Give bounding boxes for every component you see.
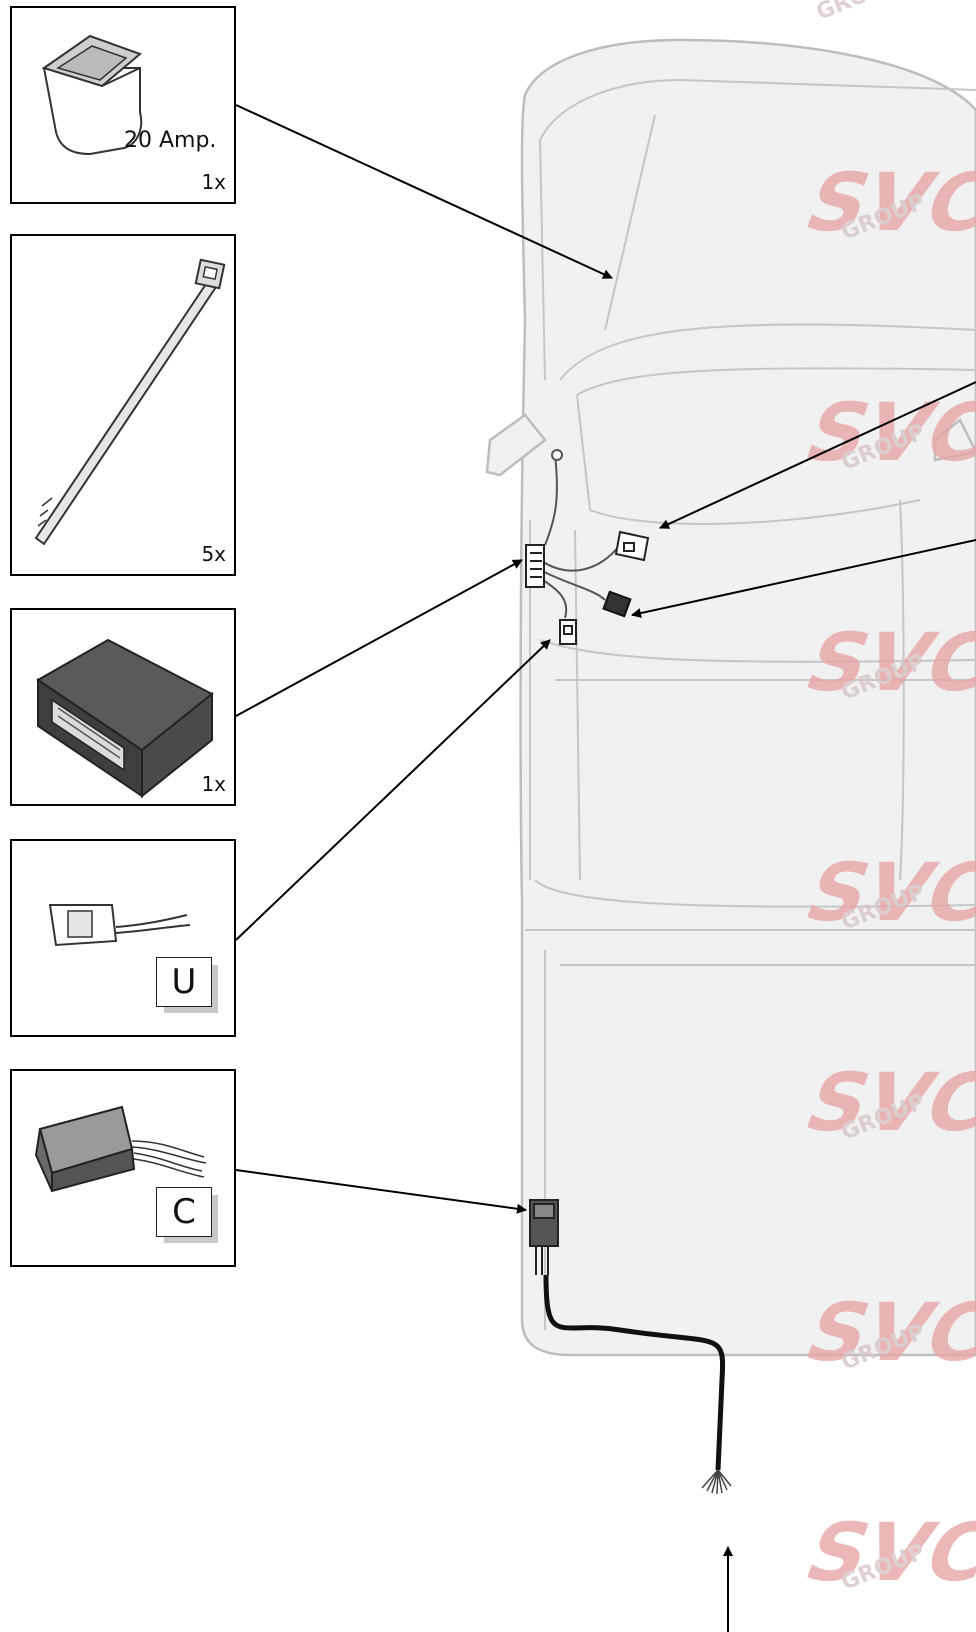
wiring-harness [534, 449, 621, 619]
svg-text:SVC: SVC [793, 386, 976, 479]
module-icon [36, 638, 214, 799]
svg-text:GRO: GRO [813, 0, 872, 26]
svg-text:SVC: SVC [793, 846, 976, 939]
loose-wire-ends [701, 1469, 732, 1495]
side-mirror [485, 413, 547, 477]
part-box-connector-u: U [10, 839, 236, 1037]
part-box-connector-c: C [10, 1069, 236, 1267]
svg-text:SVC: SVC [793, 1056, 976, 1149]
part-box-fuse: 20 Amp. 1x [10, 6, 236, 204]
svg-text:SVC: SVC [793, 1286, 976, 1379]
part-box-cable-tie: 5x [10, 234, 236, 576]
watermarks: SVC GROUP SVC GROUP SVC GROUP SVC GROUP … [793, 0, 976, 1599]
svg-text:SVC: SVC [793, 1506, 976, 1599]
module-quantity: 1x [201, 772, 226, 796]
connector-u-installed [559, 619, 577, 645]
relay-connector [525, 544, 545, 588]
leader-arrows [235, 104, 976, 1632]
connector-u-icon [48, 904, 191, 947]
fuse-quantity: 1x [201, 170, 226, 194]
connector-top [614, 530, 650, 562]
fuse-rating-label: 20 Amp. [124, 128, 217, 153]
connector-black [602, 590, 632, 618]
connector-c-tag: C [156, 1187, 212, 1237]
connector-c-icon [34, 1105, 207, 1193]
cable-tie-icon [34, 258, 226, 546]
connector-c-installed [529, 1199, 559, 1275]
cable-tie-quantity: 5x [201, 542, 226, 566]
part-box-module: 1x [10, 608, 236, 806]
fuse-icon [41, 34, 143, 156]
tow-cable [543, 1274, 726, 1471]
svg-text:SVC: SVC [793, 156, 976, 249]
connector-u-tag: U [156, 957, 212, 1007]
svg-text:SVC: SVC [793, 616, 976, 709]
